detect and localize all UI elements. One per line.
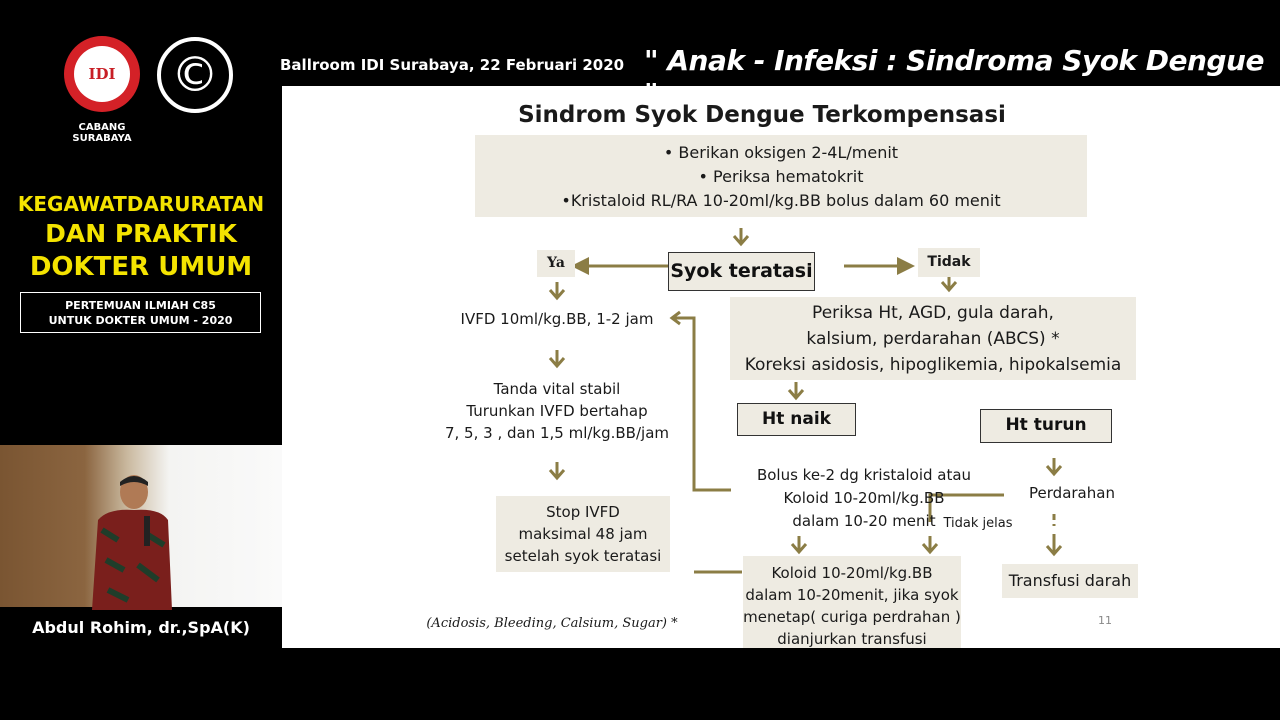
stop-ivfd-box: Stop IVFD maksimal 48 jam setelah syok t… [496, 496, 670, 572]
sidebar-title-line-1: KEGAWATDARURATAN [17, 192, 265, 216]
event-label: Ballroom IDI Surabaya, 22 Februari 2020 [280, 56, 625, 74]
copyright-icon: © [157, 37, 233, 113]
stable-line-3: 7, 5, 3 , dan 1,5 ml/kg.BB/jam [444, 424, 670, 442]
check-line-3: Koreksi asidosis, hipoglikemia, hipokals… [744, 355, 1122, 375]
footnote: (Acidosis, Bleeding, Calsium, Sugar) * [426, 616, 678, 631]
bolus-line-2: Koloid 10-20ml/kg.BB [783, 489, 945, 507]
slide-title: Sindrom Syok Dengue Terkompensasi [518, 102, 1006, 128]
idi-logo: IDI [64, 36, 140, 112]
unclear-label: Tidak jelas [943, 516, 1013, 531]
bleeding-step: Perdarahan [1029, 484, 1115, 502]
flowchart-arrows [548, 228, 1063, 574]
check-line-1: Periksa Ht, AGD, gula darah, [812, 303, 1054, 323]
stop-line-2: maksimal 48 jam [518, 525, 648, 543]
bolus-line-1: Bolus ke-2 dg kristaloid atau [756, 466, 972, 484]
speaker-name: Abdul Rohim, dr.,SpA(K) [32, 618, 250, 637]
yes-label: Ya [537, 250, 575, 277]
initial-step-2: • Periksa hematokrit [698, 167, 864, 186]
topic-title: " Anak - Infeksi : Sindroma Syok Dengue … [644, 44, 1264, 110]
bolus-line-3: dalam 10-20 menit [792, 512, 936, 530]
sidebar-title-line-3: DOKTER UMUM [29, 252, 253, 282]
stable-line-1: Tanda vital stabil [493, 380, 621, 398]
ht-down-box: Ht turun [980, 409, 1112, 443]
sidebar-title-line-2: DAN PRAKTIK [45, 219, 237, 248]
meeting-box: PERTEMUAN ILMIAH C85 UNTUK DOKTER UMUM -… [20, 292, 261, 333]
check-line-2: kalsium, perdarahan (ABCS) * [806, 329, 1060, 349]
stop-line-3: setelah syok teratasi [504, 547, 662, 565]
no-label: Tidak [918, 248, 980, 277]
meeting-line-2: UNTUK DOKTER UMUM - 2020 [48, 314, 233, 327]
decision-box: Syok teratasi [668, 252, 815, 291]
idi-logo-text: IDI [74, 46, 130, 102]
meeting-line-1: PERTEMUAN ILMIAH C85 [65, 299, 216, 312]
ht-up-box: Ht naik [737, 403, 856, 436]
stop-line-1: Stop IVFD [546, 503, 620, 521]
speaker-figure [92, 475, 172, 610]
initial-steps-box: • Berikan oksigen 2-4L/menit • Periksa h… [475, 135, 1087, 217]
colloid-box: Koloid 10-20ml/kg.BB dalam 10-20menit, j… [743, 556, 961, 648]
transfusion-box: Transfusi darah [1002, 564, 1138, 598]
ivfd-step: IVFD 10ml/kg.BB, 1-2 jam [460, 310, 654, 328]
initial-step-1: • Berikan oksigen 2-4L/menit [663, 143, 899, 162]
stable-line-2: Turunkan IVFD bertahap [466, 402, 648, 420]
presentation-slide: Sindrom Syok Dengue Terkompensasi • Beri… [282, 86, 1280, 648]
initial-step-3: •Kristaloid RL/RA 10-20ml/kg.BB bolus da… [561, 191, 1001, 210]
page-number: 11 [1098, 614, 1112, 627]
check-box: Periksa Ht, AGD, gula darah, kalsium, pe… [730, 297, 1136, 380]
colloid-line-3: menetap( curiga perdrahan ) [743, 608, 961, 626]
colloid-line-1: Koloid 10-20ml/kg.BB [771, 564, 933, 582]
colloid-line-4: dianjurkan transfusi [777, 630, 927, 648]
stable-step: Tanda vital stabil Turunkan IVFD bertaha… [432, 378, 682, 444]
branch-label: CABANG SURABAYA [72, 122, 132, 144]
bolus-step: Bolus ke-2 dg kristaloid atau Koloid 10-… [734, 464, 994, 533]
colloid-line-2: dalam 10-20menit, jika syok [745, 586, 959, 604]
